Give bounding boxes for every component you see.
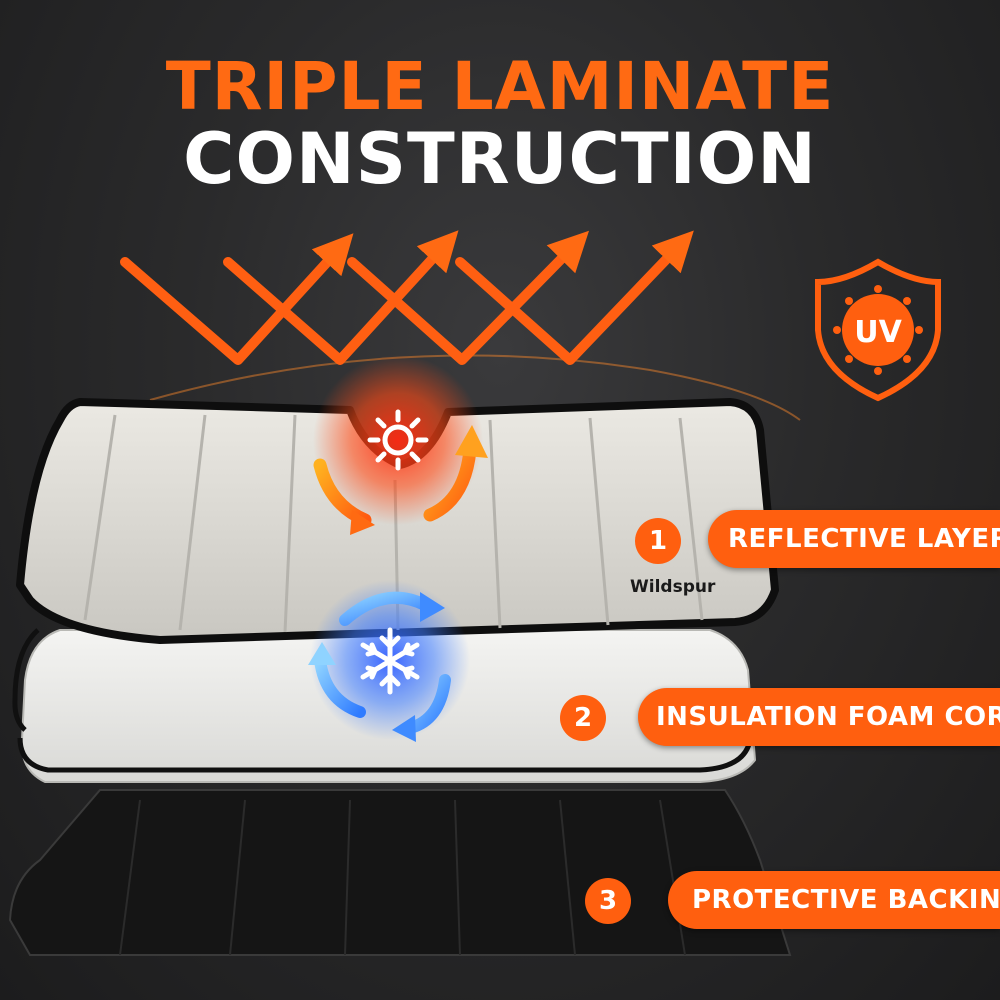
cool-arc-right-head [392,715,416,742]
foam-binding-left [12,628,40,732]
heat-arc-right [423,443,477,522]
brand-logo: Wildspur [630,577,716,597]
reflection-arrows [120,230,694,365]
shield-icon [815,258,941,402]
reflection-arrow-3 [347,230,590,365]
title-line-1: TRIPLE LAMINATE [165,48,835,125]
uv-text: UV [854,315,902,350]
cool-arc-left-head [308,642,336,665]
reflection-arrow-4 [455,230,694,365]
sun-icon [367,409,429,471]
heat-arc-left-head [350,510,375,535]
layer-3-number: 3 [585,878,631,924]
uv-shield-badge: UV [815,258,941,402]
layer-2-label: INSULATION FOAM CORE [638,688,1000,746]
backing-seams [119,799,686,956]
layer-1-number: 1 [635,518,681,564]
protective-backing-layer [8,789,792,956]
foam-binding [17,737,753,773]
layer-3-label: PROTECTIVE BACKING [668,871,1000,929]
layer-1-label: REFLECTIVE LAYER [708,510,1000,568]
reflection-arrow-1 [120,233,354,365]
heat-arc-right-head [455,425,488,458]
heat-glow [313,355,483,525]
uv-sun-rays [833,285,923,375]
cool-arc-left [314,654,366,718]
uv-sun-disc [842,294,914,366]
layer-2-number: 2 [560,695,606,741]
title-line-2: CONSTRUCTION [183,118,817,200]
cool-arc-top-head [420,592,445,622]
cool-arc-top [339,591,431,626]
snowflake-icon [360,627,420,695]
reflection-arrow-2 [223,230,459,365]
